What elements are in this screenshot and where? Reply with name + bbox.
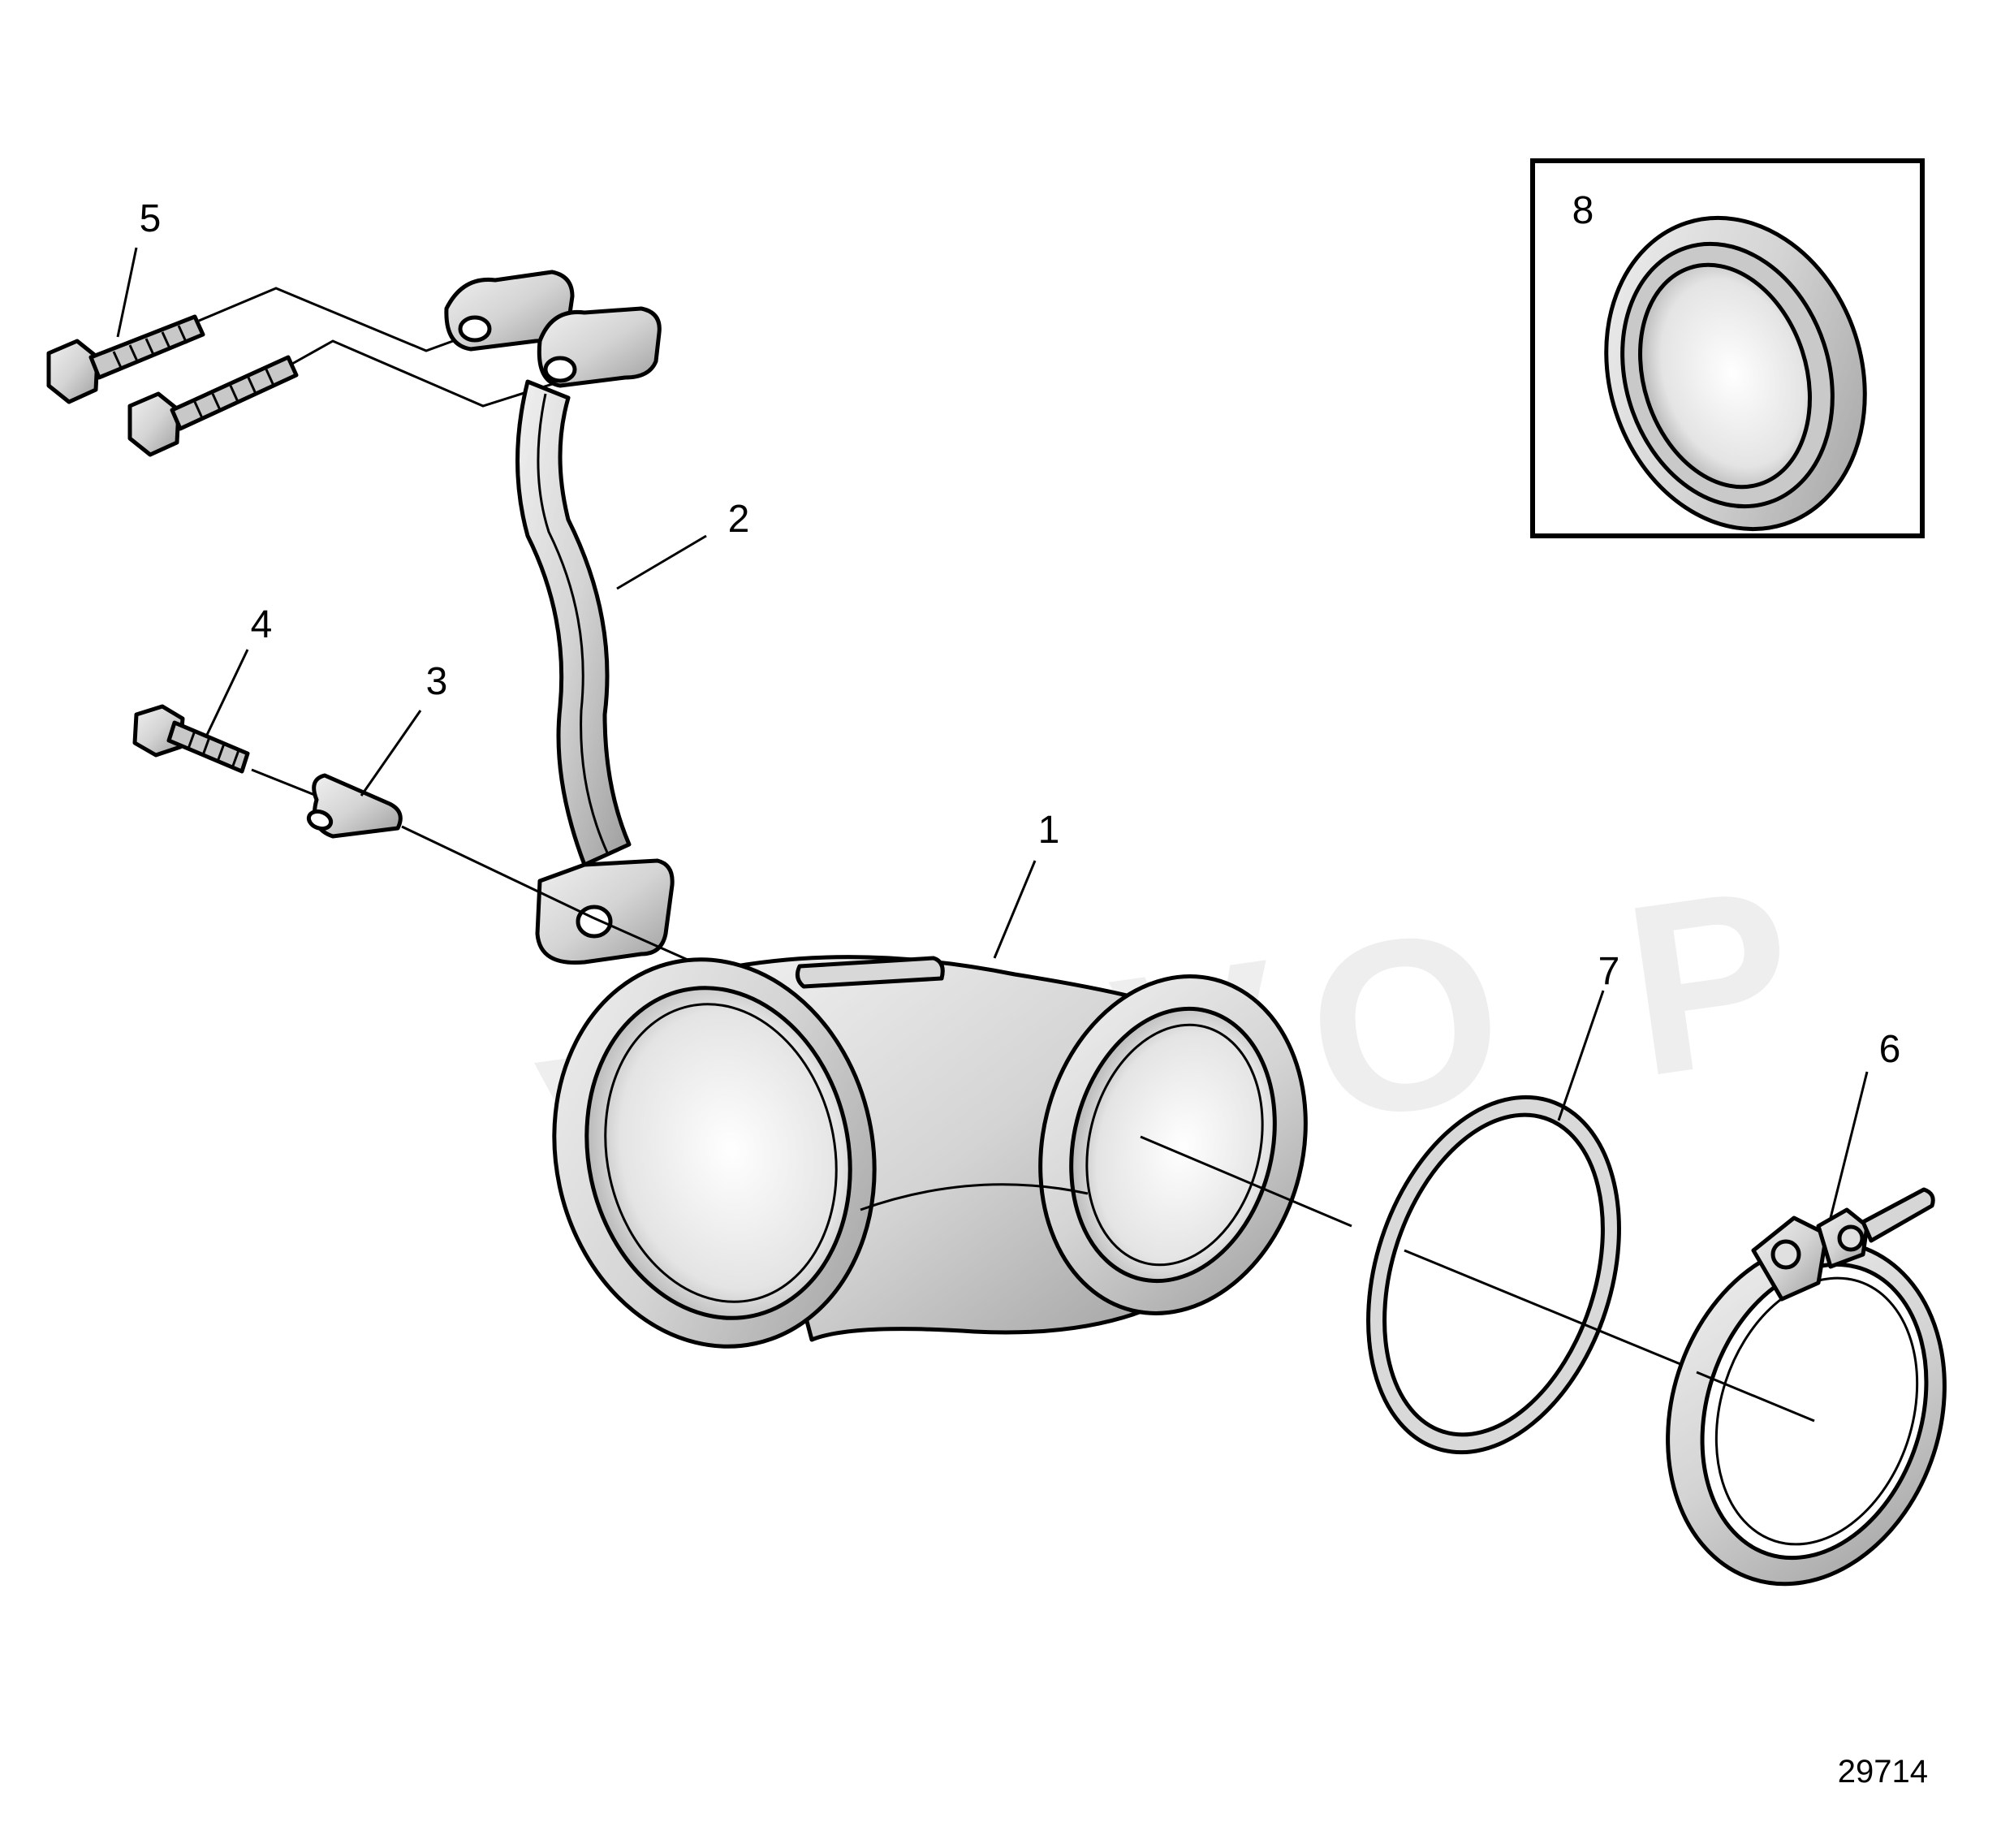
elbow-pipe bbox=[552, 955, 1308, 1349]
alignment-line-axis bbox=[1140, 1135, 1815, 1423]
bolt-lower bbox=[127, 355, 299, 457]
callout-7: 7 bbox=[1598, 950, 1620, 993]
leader-4 bbox=[205, 649, 249, 736]
callout-1: 1 bbox=[1038, 809, 1060, 852]
leader-2 bbox=[616, 534, 707, 590]
callout-8: 8 bbox=[1572, 189, 1594, 232]
leader-3 bbox=[360, 710, 422, 797]
drawing-number: 29714 bbox=[1838, 1754, 1928, 1790]
leader-6 bbox=[1829, 1071, 1869, 1219]
sealing-ring bbox=[1366, 1095, 1621, 1455]
callout-2: 2 bbox=[728, 498, 750, 541]
leader-7 bbox=[1557, 990, 1605, 1121]
leader-1 bbox=[993, 860, 1037, 959]
bolt-upper bbox=[46, 314, 205, 404]
callout-6: 6 bbox=[1879, 1028, 1901, 1071]
leader-5 bbox=[116, 247, 138, 338]
callout-3: 3 bbox=[426, 660, 448, 703]
spacer-sleeve bbox=[306, 773, 403, 839]
alignment-line-bolt-4 bbox=[251, 768, 703, 968]
alignment-line-bolt-lower bbox=[291, 339, 561, 408]
callout-5: 5 bbox=[140, 197, 162, 240]
callout-4: 4 bbox=[251, 603, 273, 646]
v-band-clamp bbox=[1666, 1187, 1947, 1587]
inset-box-part-8 bbox=[1530, 158, 1925, 538]
flange-bolt bbox=[132, 704, 250, 774]
bracket bbox=[444, 270, 675, 965]
alignment-line-bolt-upper bbox=[198, 287, 472, 352]
